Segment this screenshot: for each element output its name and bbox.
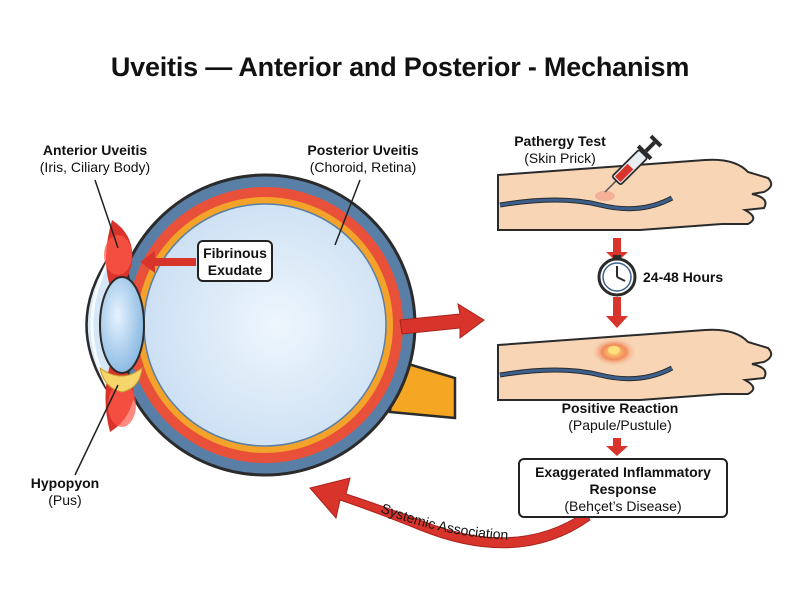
arm-skin-prick — [497, 158, 773, 231]
anterior-leader — [94, 179, 119, 249]
down-arrow-2 — [606, 297, 628, 328]
fibrinous-arrow — [140, 251, 196, 273]
syringe-icon — [604, 134, 663, 193]
arm-positive-reaction — [497, 328, 773, 401]
hypopyon-leader — [74, 384, 119, 476]
down-arrow-3 — [606, 438, 628, 456]
anterior-uveitis-label: Anterior Uveitis (Iris, Ciliary Body) — [39, 142, 151, 175]
systemic-arrow — [309, 477, 591, 549]
page-title: Uveitis — Anterior and Posterior - Mecha… — [110, 52, 690, 82]
posterior-leader — [334, 179, 361, 246]
hours-label: 24-48 Hours — [643, 269, 724, 285]
eye-to-arm-arrow — [399, 302, 485, 339]
hypopyon-layer — [99, 366, 143, 393]
positive-reaction-label: Positive Reaction (Papule/Pustule) — [561, 400, 679, 433]
pathergy-test-label: Pathergy Test (Skin Prick) — [514, 133, 606, 166]
posterior-uveitis-label: Posterior Uveitis (Choroid, Retina) — [307, 142, 419, 175]
clock-icon — [597, 255, 637, 297]
lens — [99, 276, 145, 374]
fibrinous-exudate-box: Fibrinous Exudate — [197, 240, 273, 282]
inflammatory-response-box: Exaggerated Inflammatory Response (Behçe… — [518, 458, 728, 518]
down-arrow-1 — [606, 238, 628, 262]
hypopyon-label: Hypopyon (Pus) — [30, 475, 100, 508]
eye-illustration — [85, 173, 457, 477]
